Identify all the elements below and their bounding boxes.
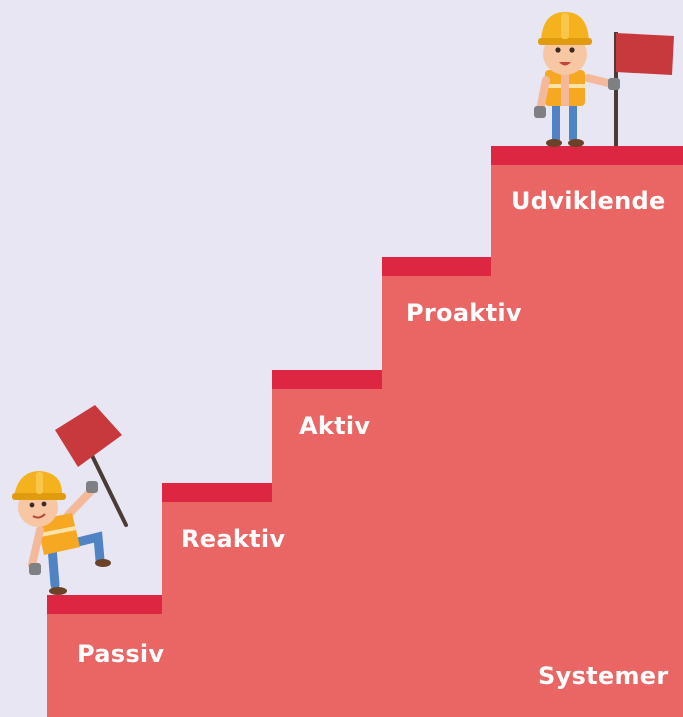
step-cap-udviklende <box>491 146 683 165</box>
step-label-passiv: Passiv <box>77 640 165 668</box>
step-cap-proaktiv <box>382 257 491 276</box>
footer-label-systemer: Systemer <box>538 662 669 690</box>
worker-climbing-icon <box>12 405 128 595</box>
step-cap-passiv <box>47 595 162 614</box>
step-label-proaktiv: Proaktiv <box>406 299 522 327</box>
step-label-udviklende: Udviklende <box>511 187 666 215</box>
worker-flag-top-icon <box>534 12 674 147</box>
step-block-udviklende <box>491 146 683 717</box>
step-label-reaktiv: Reaktiv <box>181 525 286 553</box>
step-label-aktiv: Aktiv <box>299 412 371 440</box>
step-cap-reaktiv <box>162 483 272 502</box>
step-cap-aktiv <box>272 370 382 389</box>
